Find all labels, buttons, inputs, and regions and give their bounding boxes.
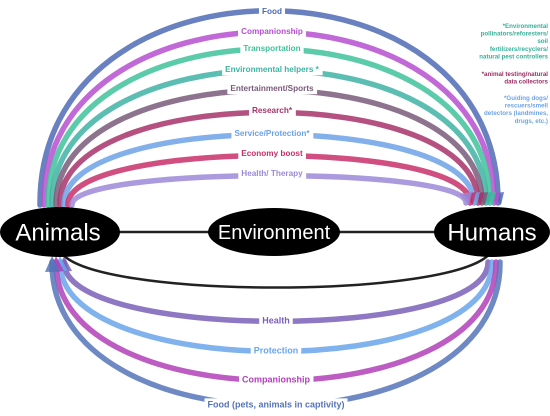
humans-node: Humans	[434, 207, 550, 257]
top-arc-label-4: Environmental helpers *	[225, 65, 320, 74]
environment-label: Environment	[218, 222, 331, 244]
bottom-arc-1	[61, 259, 491, 324]
bottom-arc-label-bg-2	[250, 344, 302, 357]
top-arc-label-1: Food	[262, 7, 282, 16]
top-arc-label-bg-4	[222, 64, 323, 76]
footnote-2-line-1: *animal testing/natural	[482, 71, 549, 78]
top-arc-label-9: Health/ Therapy	[241, 169, 303, 178]
footnote-1-line-1: *Environmental	[503, 23, 549, 30]
top-arcs: FoodCompanionshipTransportationEnvironme…	[37, 6, 504, 208]
footnote-3-line-3: detectors (landmines,	[484, 110, 548, 117]
footnote-3-line-4: drugs, etc.)	[515, 118, 548, 125]
humans-label: Humans	[447, 220, 536, 247]
bottom-arc-label-bg-1	[259, 314, 293, 327]
top-arc-label-bg-8	[238, 148, 306, 160]
footnote-1-line-3: soil	[537, 38, 548, 45]
top-arc-label-6: Research*	[252, 106, 293, 115]
top-arc-label-3: Transportation	[243, 44, 300, 53]
footnote-3-line-1: *Guiding dogs/	[504, 95, 548, 102]
animals-humans-lower-link	[58, 249, 494, 289]
footnote-1: *Environmentalpollinators/reforesters/so…	[479, 23, 548, 60]
footnote-1-line-2: pollinators/reforesters/	[481, 31, 549, 38]
footnote-1-line-5: natural pest controllers	[479, 53, 548, 60]
top-arc-label-bg-6	[248, 105, 296, 117]
bottom-arc-label-2: Protection	[254, 345, 299, 355]
animals-label: Animals	[15, 220, 100, 247]
top-arc-label-bg-2	[238, 26, 306, 38]
top-arc-label-bg-3	[240, 43, 304, 55]
bottom-arc-label-3: Companionship	[242, 374, 310, 384]
top-arc-label-5: Entertainment/Sports	[230, 84, 314, 93]
bottom-arc-label-1: Health	[262, 315, 290, 325]
footnote-2-line-2: data collectors	[504, 79, 548, 86]
bottom-arc-label-bg-4	[204, 398, 348, 411]
bottom-arc-arrowhead-4	[45, 256, 60, 272]
top-arc-arrowhead-9	[459, 192, 472, 205]
top-arc-label-2: Companionship	[241, 27, 303, 36]
animals-node: Animals	[0, 207, 120, 257]
footnotes: *Environmentalpollinators/reforesters/so…	[479, 23, 548, 125]
footnote-3-line-2: rescuers/smell	[505, 103, 549, 110]
top-arc-label-bg-7	[231, 128, 314, 140]
top-arc-label-7: Service/Protection*	[234, 129, 310, 138]
top-arc-label-bg-1	[258, 6, 286, 18]
top-arc-9	[69, 172, 469, 208]
top-arc-label-bg-5	[227, 83, 318, 95]
environment-node: Environment	[208, 208, 340, 256]
top-arc-label-8: Economy boost	[241, 149, 303, 158]
footnote-1-line-4: fertilizers/recyclers/	[490, 46, 548, 53]
top-arc-label-bg-9	[238, 168, 307, 180]
bottom-arc-label-bg-3	[239, 373, 314, 386]
bottom-arc-label-4: Food (pets, animals in captivity)	[207, 399, 344, 409]
